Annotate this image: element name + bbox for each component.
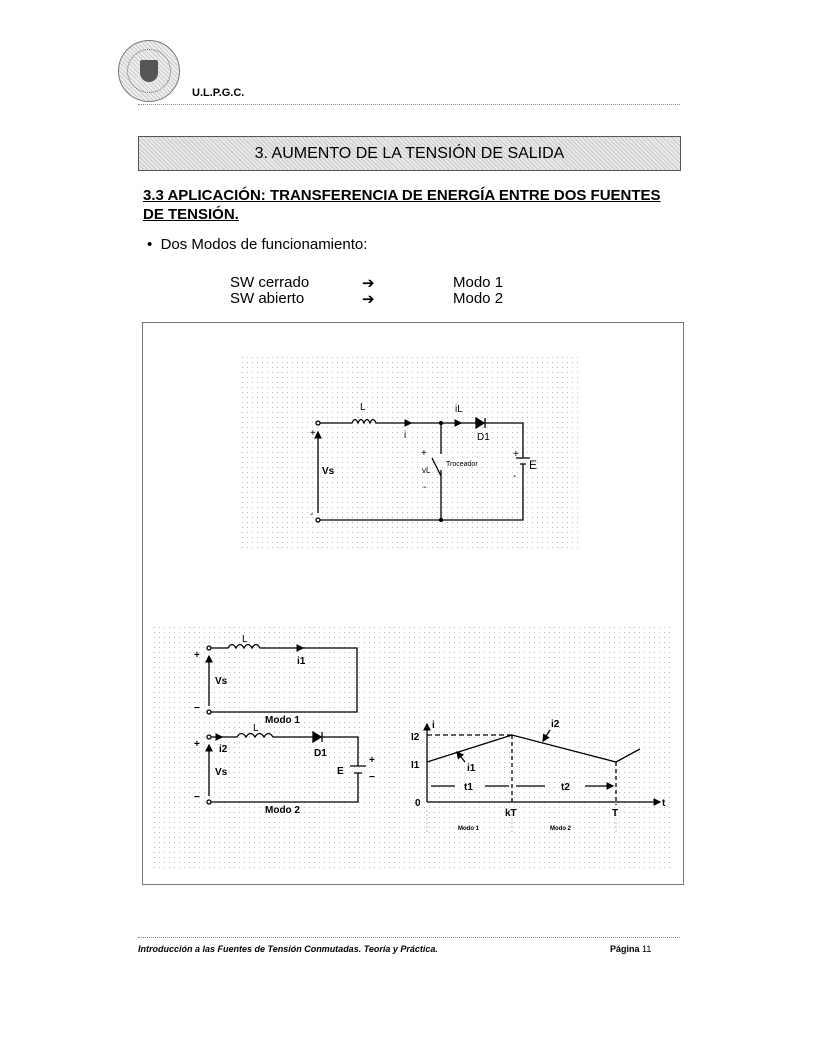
subsection-heading: 3.3 APLICACIÓN: TRANSFERENCIA DE ENERGÍA… (143, 186, 683, 224)
footer-title: Introducción a las Fuentes de Tensión Co… (138, 944, 438, 954)
mode-state-2: SW abierto (230, 290, 305, 307)
label-i1: i1 (467, 763, 476, 774)
label-d1: D1 (477, 432, 490, 443)
page-indicator: Página 11 (610, 944, 651, 954)
label-l: L (253, 723, 259, 734)
minus-sign: - (310, 509, 313, 520)
label-e: E (337, 766, 344, 777)
footer-divider (138, 937, 680, 938)
waveform-plot (423, 722, 662, 832)
svg-text:+: + (369, 755, 375, 766)
bullet-text: Dos Modos de funcionamiento: (160, 236, 368, 253)
label-i1: i1 (297, 656, 306, 667)
label-T: T (612, 808, 618, 819)
svg-text:+: + (194, 739, 200, 750)
page-label: Página (610, 944, 640, 954)
page-number: 11 (642, 944, 652, 954)
section-title: 3. AUMENTO DE LA TENSIÓN DE SALIDA (138, 136, 681, 171)
label-kT: kT (505, 808, 517, 819)
waveform-labels: i t I2 I1 0 kT T i1 i2 t1 t2 Modo 1 Modo… (411, 719, 666, 832)
heading-line-1: 3.3 APLICACIÓN: TRANSFERENCIA DE ENERGÍA… (143, 187, 661, 204)
figure-frame (142, 322, 684, 885)
label-vs: Vs (215, 676, 228, 687)
axis-label-i: i (432, 720, 435, 731)
label-switch: Troceador (446, 461, 478, 468)
svg-text:−: − (194, 792, 200, 803)
mode2-circuit (205, 730, 366, 805)
mode2-label: Modo 2 (265, 805, 300, 816)
label-i2: i2 (219, 744, 228, 755)
label-l: L (360, 402, 366, 413)
mode1-circuit (205, 643, 358, 715)
label-d1: D1 (314, 748, 327, 759)
svg-text:−: − (194, 703, 200, 714)
label-vs: Vs (215, 767, 228, 778)
label-i2: i2 (551, 719, 560, 730)
arrow-icon: ➔ (362, 291, 375, 308)
label-il: iL (455, 404, 463, 415)
label-e: E (529, 458, 537, 472)
mode1-label: Modo 1 (265, 715, 300, 726)
mode-name-1: Modo 1 (453, 274, 504, 291)
minus-sign: - (513, 471, 516, 482)
arrow-icon: ➔ (362, 275, 375, 292)
label-I1: I1 (411, 760, 420, 771)
mode2-labels: L i2 D1 Vs E Modo 2 + − + − (194, 723, 375, 816)
label-t1: t1 (464, 782, 473, 793)
header-divider (138, 104, 680, 105)
label-i: i (404, 430, 406, 441)
label-mode1: Modo 1 (458, 826, 480, 832)
minus-sign: - (423, 482, 426, 493)
label-vs: Vs (322, 466, 335, 477)
label-zero: 0 (415, 798, 421, 809)
label-I2: I2 (411, 732, 420, 743)
plus-sign: + (421, 448, 427, 459)
bullet-item: • Dos Modos de funcionamiento: (147, 236, 368, 253)
university-seal-logo (118, 40, 180, 102)
org-name: U.L.P.G.C. (192, 87, 245, 99)
label-l: L (242, 634, 248, 645)
mode-state-1: SW cerrado (230, 274, 310, 291)
svg-text:−: − (369, 772, 375, 783)
heading-line-2: DE TENSIÓN. (143, 206, 239, 223)
main-circuit (314, 416, 530, 523)
circuit-background (240, 355, 578, 552)
plus-sign: + (310, 428, 316, 439)
label-mode2: Modo 2 (550, 826, 572, 832)
label-vl: vL (422, 466, 431, 475)
modes-background (152, 625, 670, 870)
svg-text:+: + (194, 650, 200, 661)
axis-label-t: t (662, 798, 666, 809)
main-circuit-labels: L i iL D1 Vs vL Troceador E + - + - + - (310, 402, 537, 520)
label-t2: t2 (561, 782, 570, 793)
mode1-labels: L i1 Vs Modo 1 + − (194, 634, 306, 726)
mode-name-2: Modo 2 (453, 290, 504, 307)
plus-sign: + (513, 449, 519, 460)
